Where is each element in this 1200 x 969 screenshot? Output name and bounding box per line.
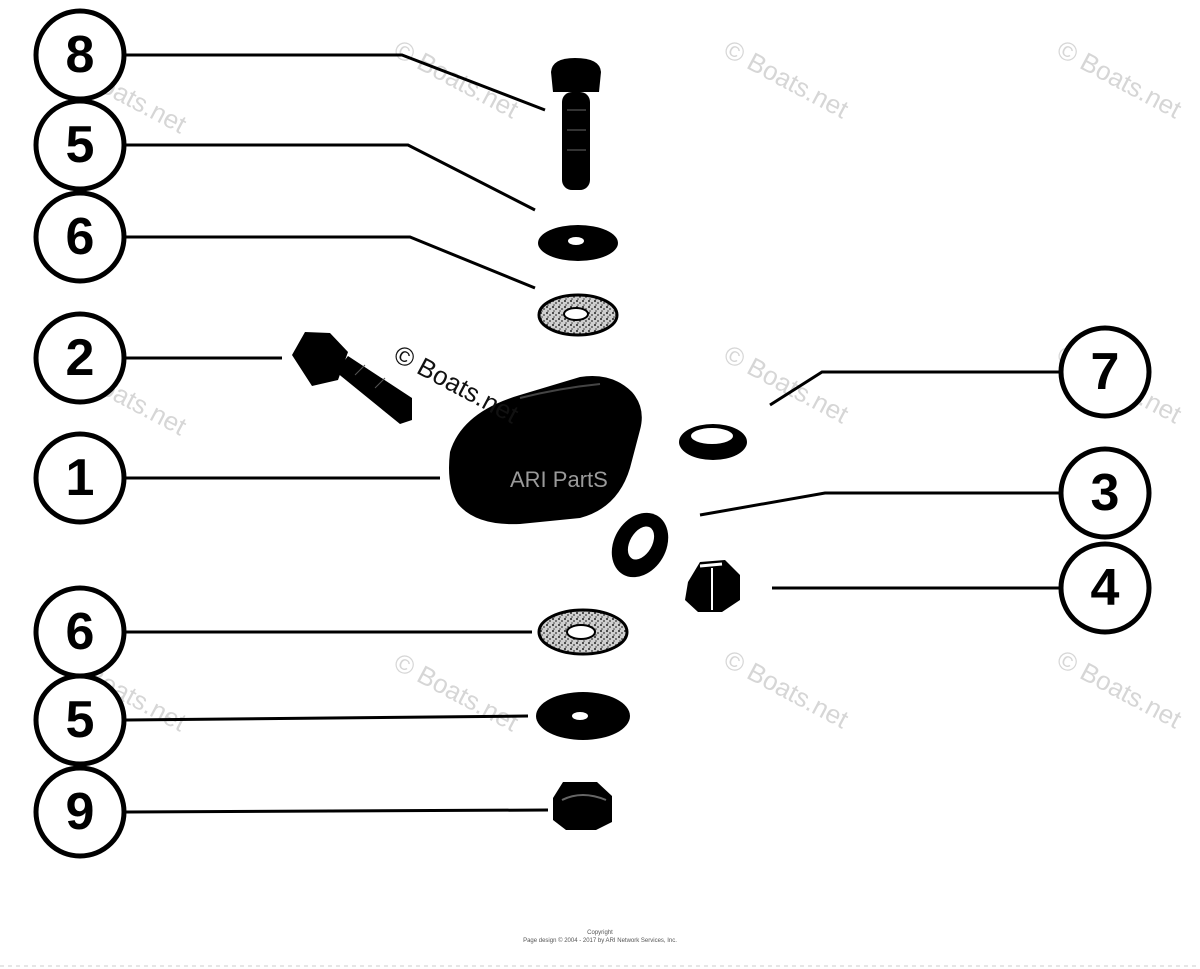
part-flat-washer-bottom [536, 692, 630, 740]
leader-line-8 [124, 53, 546, 112]
callout-label: 4 [1091, 559, 1120, 617]
leader-lines [123, 53, 1060, 814]
part-speckled-washer-top [537, 293, 619, 337]
callout-4: 4 [1058, 541, 1152, 635]
callout-label: 2 [66, 329, 95, 387]
ari-watermark: ARI PartS [510, 467, 608, 492]
watermark-text: © Boats.net [1052, 644, 1187, 735]
callout-2: 2 [33, 311, 127, 405]
callout-3: 3 [1058, 446, 1152, 540]
callout-5-top: 5 [33, 98, 127, 192]
callout-6-bottom: 6 [33, 585, 127, 679]
watermark-text: © Boats.net [719, 644, 854, 735]
watermark-text: © Boats.net [389, 34, 524, 125]
part-speckled-washer-bottom [537, 608, 629, 656]
callout-label: 1 [66, 449, 95, 507]
callout-9: 9 [33, 765, 127, 859]
footer-line-1: Copyright [587, 930, 613, 936]
footer-copyright: Copyright Page design © 2004 - 2017 by A… [523, 930, 677, 944]
callout-8: 8 [33, 8, 127, 102]
part-block [449, 376, 642, 525]
callout-7: 7 [1058, 325, 1152, 419]
watermark-text: © Boats.net [389, 647, 524, 738]
leader-line-5-bottom [123, 714, 529, 722]
callout-label: 7 [1091, 343, 1120, 401]
part-lock-washer [611, 512, 669, 578]
callout-5-bottom: 5 [33, 673, 127, 767]
callout-1: 1 [33, 431, 127, 525]
watermark-text: © Boats.net [719, 339, 854, 430]
leader-line-5-top [124, 143, 536, 212]
watermark-text: © Boats.net [1052, 34, 1187, 125]
callout-6-top: 6 [33, 190, 127, 284]
part-flat-washer-top [538, 225, 618, 261]
callout-label: 9 [66, 783, 95, 841]
part-nut-right [685, 560, 740, 612]
callout-label: 6 [66, 603, 95, 661]
callouts: 8 5 6 2 1 6 5 9 [33, 8, 1152, 859]
part-thick-washer [679, 424, 747, 460]
callout-label: 6 [66, 208, 95, 266]
watermark-text: © Boats.net [719, 34, 854, 125]
part-bolt-angled [292, 332, 412, 424]
callout-label: 5 [66, 116, 95, 174]
leader-line-9 [123, 808, 549, 814]
part-bolt-top [551, 58, 601, 190]
leader-line-7 [769, 370, 1060, 407]
leader-line-6-top [124, 235, 536, 290]
callout-label: 5 [66, 691, 95, 749]
part-nut-bottom [553, 782, 612, 830]
leader-line-3 [699, 491, 1060, 517]
footer-line-2: Page design © 2004 - 2017 by ARI Network… [523, 937, 677, 944]
callout-label: 3 [1091, 464, 1120, 522]
callout-label: 8 [66, 26, 95, 84]
parts [292, 58, 747, 830]
